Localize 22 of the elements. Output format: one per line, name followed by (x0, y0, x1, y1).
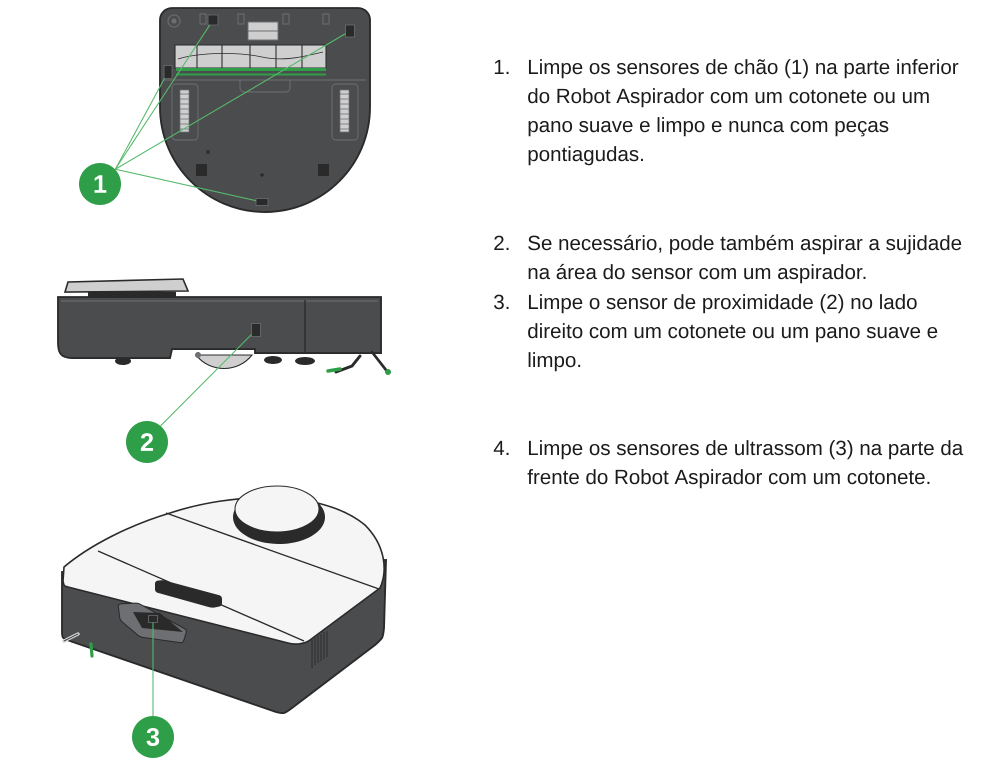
sensor-window (164, 65, 172, 79)
list-number: 3. (494, 294, 509, 310)
leader-line (152, 622, 154, 716)
sensor-window (256, 198, 268, 206)
leader-line (114, 78, 165, 170)
list-text: Limpe os sensores de ultrassom (3) na parte da frente do Robot Aspirador com um cotonete. (528, 440, 964, 488)
list-text: Limpe os sensores de chão (1) na parte inferior do Robot Aspirador com um cotonete ou um pano suave e limpo e nunca com peças pontiagudas. (528, 59, 958, 166)
callout-number: 1 (79, 163, 121, 205)
list-number: 2. (494, 236, 509, 250)
sensor-window (251, 323, 261, 337)
list-number: 4. (494, 440, 509, 455)
leader-line (114, 168, 256, 202)
callout-number: 2 (126, 421, 168, 463)
leader-line (114, 24, 210, 170)
list-number: 1. (494, 60, 509, 74)
list-text: Se necessário, pode também aspirar a sujidade na área do sensor com um aspirador. (528, 234, 962, 284)
sensor-window (345, 24, 355, 38)
leader-line (160, 334, 252, 426)
callout-number: 3 (132, 716, 174, 758)
sensor-window (148, 615, 158, 623)
list-text: Limpe o sensor de proximidade (2) no lado direito com um cotonete ou um pano suave e limpo. (528, 294, 938, 372)
sensor-window (208, 14, 218, 26)
